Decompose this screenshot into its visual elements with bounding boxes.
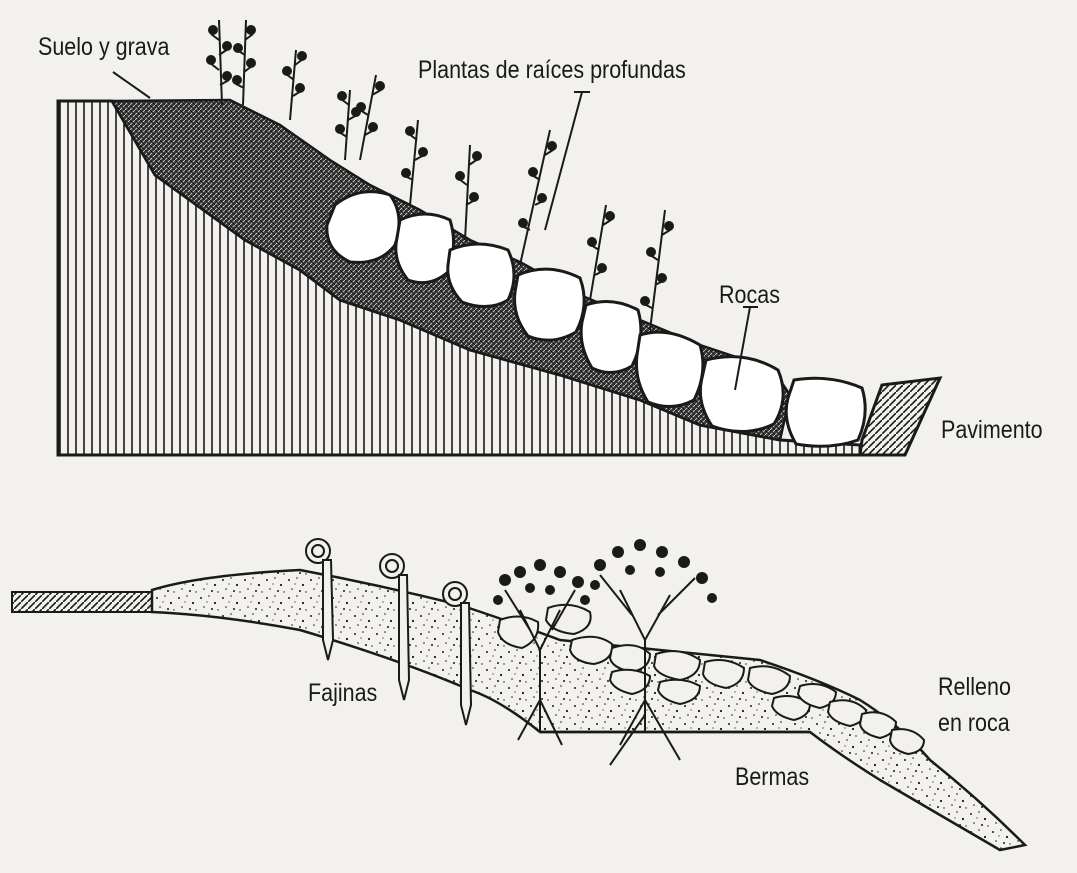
bottom-slope-section <box>12 539 1025 850</box>
label-rocks: Rocas <box>719 280 780 310</box>
soil-gravel-leader <box>113 72 150 98</box>
rock-2 <box>396 214 454 283</box>
plant-6 <box>402 120 427 205</box>
label-rock-fill-line1: Relleno <box>938 670 1011 704</box>
left-pavement-hatch <box>12 592 152 612</box>
rock-5 <box>581 301 641 372</box>
rock-8 <box>786 378 865 446</box>
rock-6 <box>636 332 702 406</box>
plant-9 <box>588 205 614 300</box>
pavement-hatch <box>860 378 940 455</box>
top-slope-section <box>58 20 940 455</box>
label-pavement: Pavimento <box>941 415 1043 445</box>
rock-3 <box>448 244 514 307</box>
plant-4 <box>336 90 360 160</box>
plant-2 <box>233 20 255 105</box>
rock-7 <box>700 357 783 432</box>
label-soil-gravel: Suelo y grava <box>38 32 169 62</box>
plant-5 <box>357 75 384 160</box>
label-berms: Bermas <box>735 762 809 792</box>
plant-7 <box>456 145 481 240</box>
label-fascines: Fajinas <box>308 678 377 708</box>
plant-10 <box>641 210 673 330</box>
plant-8 <box>519 130 556 265</box>
plant-3 <box>283 50 306 120</box>
rock-4 <box>515 269 585 340</box>
plant-1 <box>207 20 231 105</box>
label-rock-fill-line2: en roca <box>938 706 1010 740</box>
rock-1 <box>327 192 399 263</box>
label-deep-root-plants: Plantas de raíces profundas <box>418 55 686 85</box>
plants-leader <box>545 92 590 230</box>
